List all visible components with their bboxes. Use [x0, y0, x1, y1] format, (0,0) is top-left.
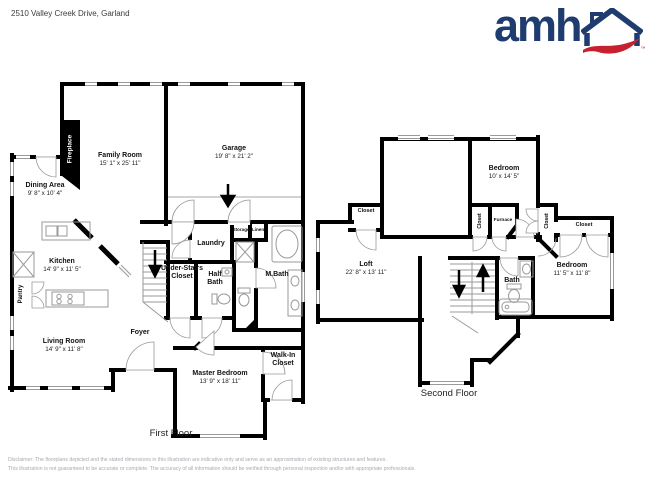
toilet-icon — [237, 287, 251, 294]
bathtub-icon — [271, 225, 303, 263]
mbath-door-leaf — [242, 318, 258, 332]
second-floor-walls — [316, 135, 614, 387]
fridge-icon — [12, 251, 35, 278]
property-address: 2510 Valley Creek Drive, Garland — [11, 9, 130, 18]
shower-icon — [235, 241, 255, 263]
room-label-storage: Storage — [232, 227, 250, 232]
second-floor-stairs-icon — [450, 262, 495, 334]
room-label-closet-right: Closet — [575, 222, 593, 228]
vanity-icon — [287, 269, 303, 317]
amh-logo-text: amh — [494, 0, 583, 51]
room-label-linen: Linen — [251, 227, 265, 232]
room-label-loft: Loft 22' 8" x 13' 11" — [345, 261, 387, 277]
room-label-bath: Bath — [504, 277, 520, 284]
room-label-furnace: Furnace — [493, 218, 513, 223]
room-label-living-room: Living Room 14' 9" x 11' 8" — [42, 338, 86, 354]
second-floor-caption: Second Floor — [420, 388, 478, 399]
room-label-master-bedroom: Master Bedroom 13' 9" x 18' 11" — [192, 370, 248, 386]
trademark-symbol: ™ — [640, 46, 646, 52]
room-label-half-bath: Half Bath — [207, 271, 223, 287]
room-label-foyer: Foyer — [130, 329, 150, 336]
kitchen-fixtures — [12, 221, 132, 308]
halfbath-fixtures — [211, 267, 233, 305]
second-floor-windows — [315, 134, 615, 386]
stairs2-up-arrow-icon — [475, 263, 491, 292]
disclaimer-line-1: Disclaimer: The floorplans depicted and … — [8, 457, 387, 463]
room-label-under-stairs-closet: Under-Stairs Closet — [161, 265, 204, 281]
bath2-fixtures — [498, 260, 534, 316]
room-label-closet-v1: Closet — [477, 213, 483, 229]
mbath-fixtures — [235, 225, 303, 317]
stove-icon — [51, 291, 85, 306]
stairs-down-arrow-icon — [147, 250, 163, 279]
room-label-laundry: Laundry — [197, 240, 225, 247]
room-label-kitchen: Kitchen 14' 9" x 11' 5" — [43, 258, 81, 274]
amh-house-icon — [580, 8, 643, 54]
room-label-pantry: Pantry — [18, 284, 24, 304]
room-label-family-room: Family Room 15' 1" x 25' 11" — [98, 152, 142, 168]
first-floor-caption: First Floor — [149, 428, 193, 439]
amh-logo: amh ™ — [494, 0, 646, 56]
room-label-m-bath: M.Bath — [265, 271, 289, 278]
kitchen-corner-walls — [72, 218, 120, 266]
room-label-closet-v2: Closet — [544, 213, 550, 229]
garage-down-arrow-icon — [219, 184, 237, 209]
bathtub2-icon — [498, 298, 533, 316]
room-label-garage: Garage 19' 8" x 21' 2" — [214, 145, 254, 161]
first-floor-door-arcs — [31, 156, 293, 401]
room-label-walk-in-closet: Walk-In Closet — [270, 352, 296, 368]
second-floor-door-arcs — [355, 208, 609, 277]
fireplace-icon — [60, 120, 80, 190]
logo-swoosh — [582, 38, 640, 54]
room-label-bedroom-1: Bedroom 10' x 14' 5" — [488, 165, 520, 181]
room-label-dining-area: Dining Area 9' 8" x 10' 4" — [25, 182, 65, 198]
room-label-fireplace: Fireplace — [66, 134, 74, 164]
room-label-bedroom-2: Bedroom 11' 5" x 11' 8" — [553, 262, 591, 278]
disclaimer-line-2: This illustration is not guaranteed to b… — [8, 466, 416, 472]
stairs2-down-arrow-icon — [451, 270, 467, 299]
room-label-closet-left: Closet — [357, 208, 375, 214]
